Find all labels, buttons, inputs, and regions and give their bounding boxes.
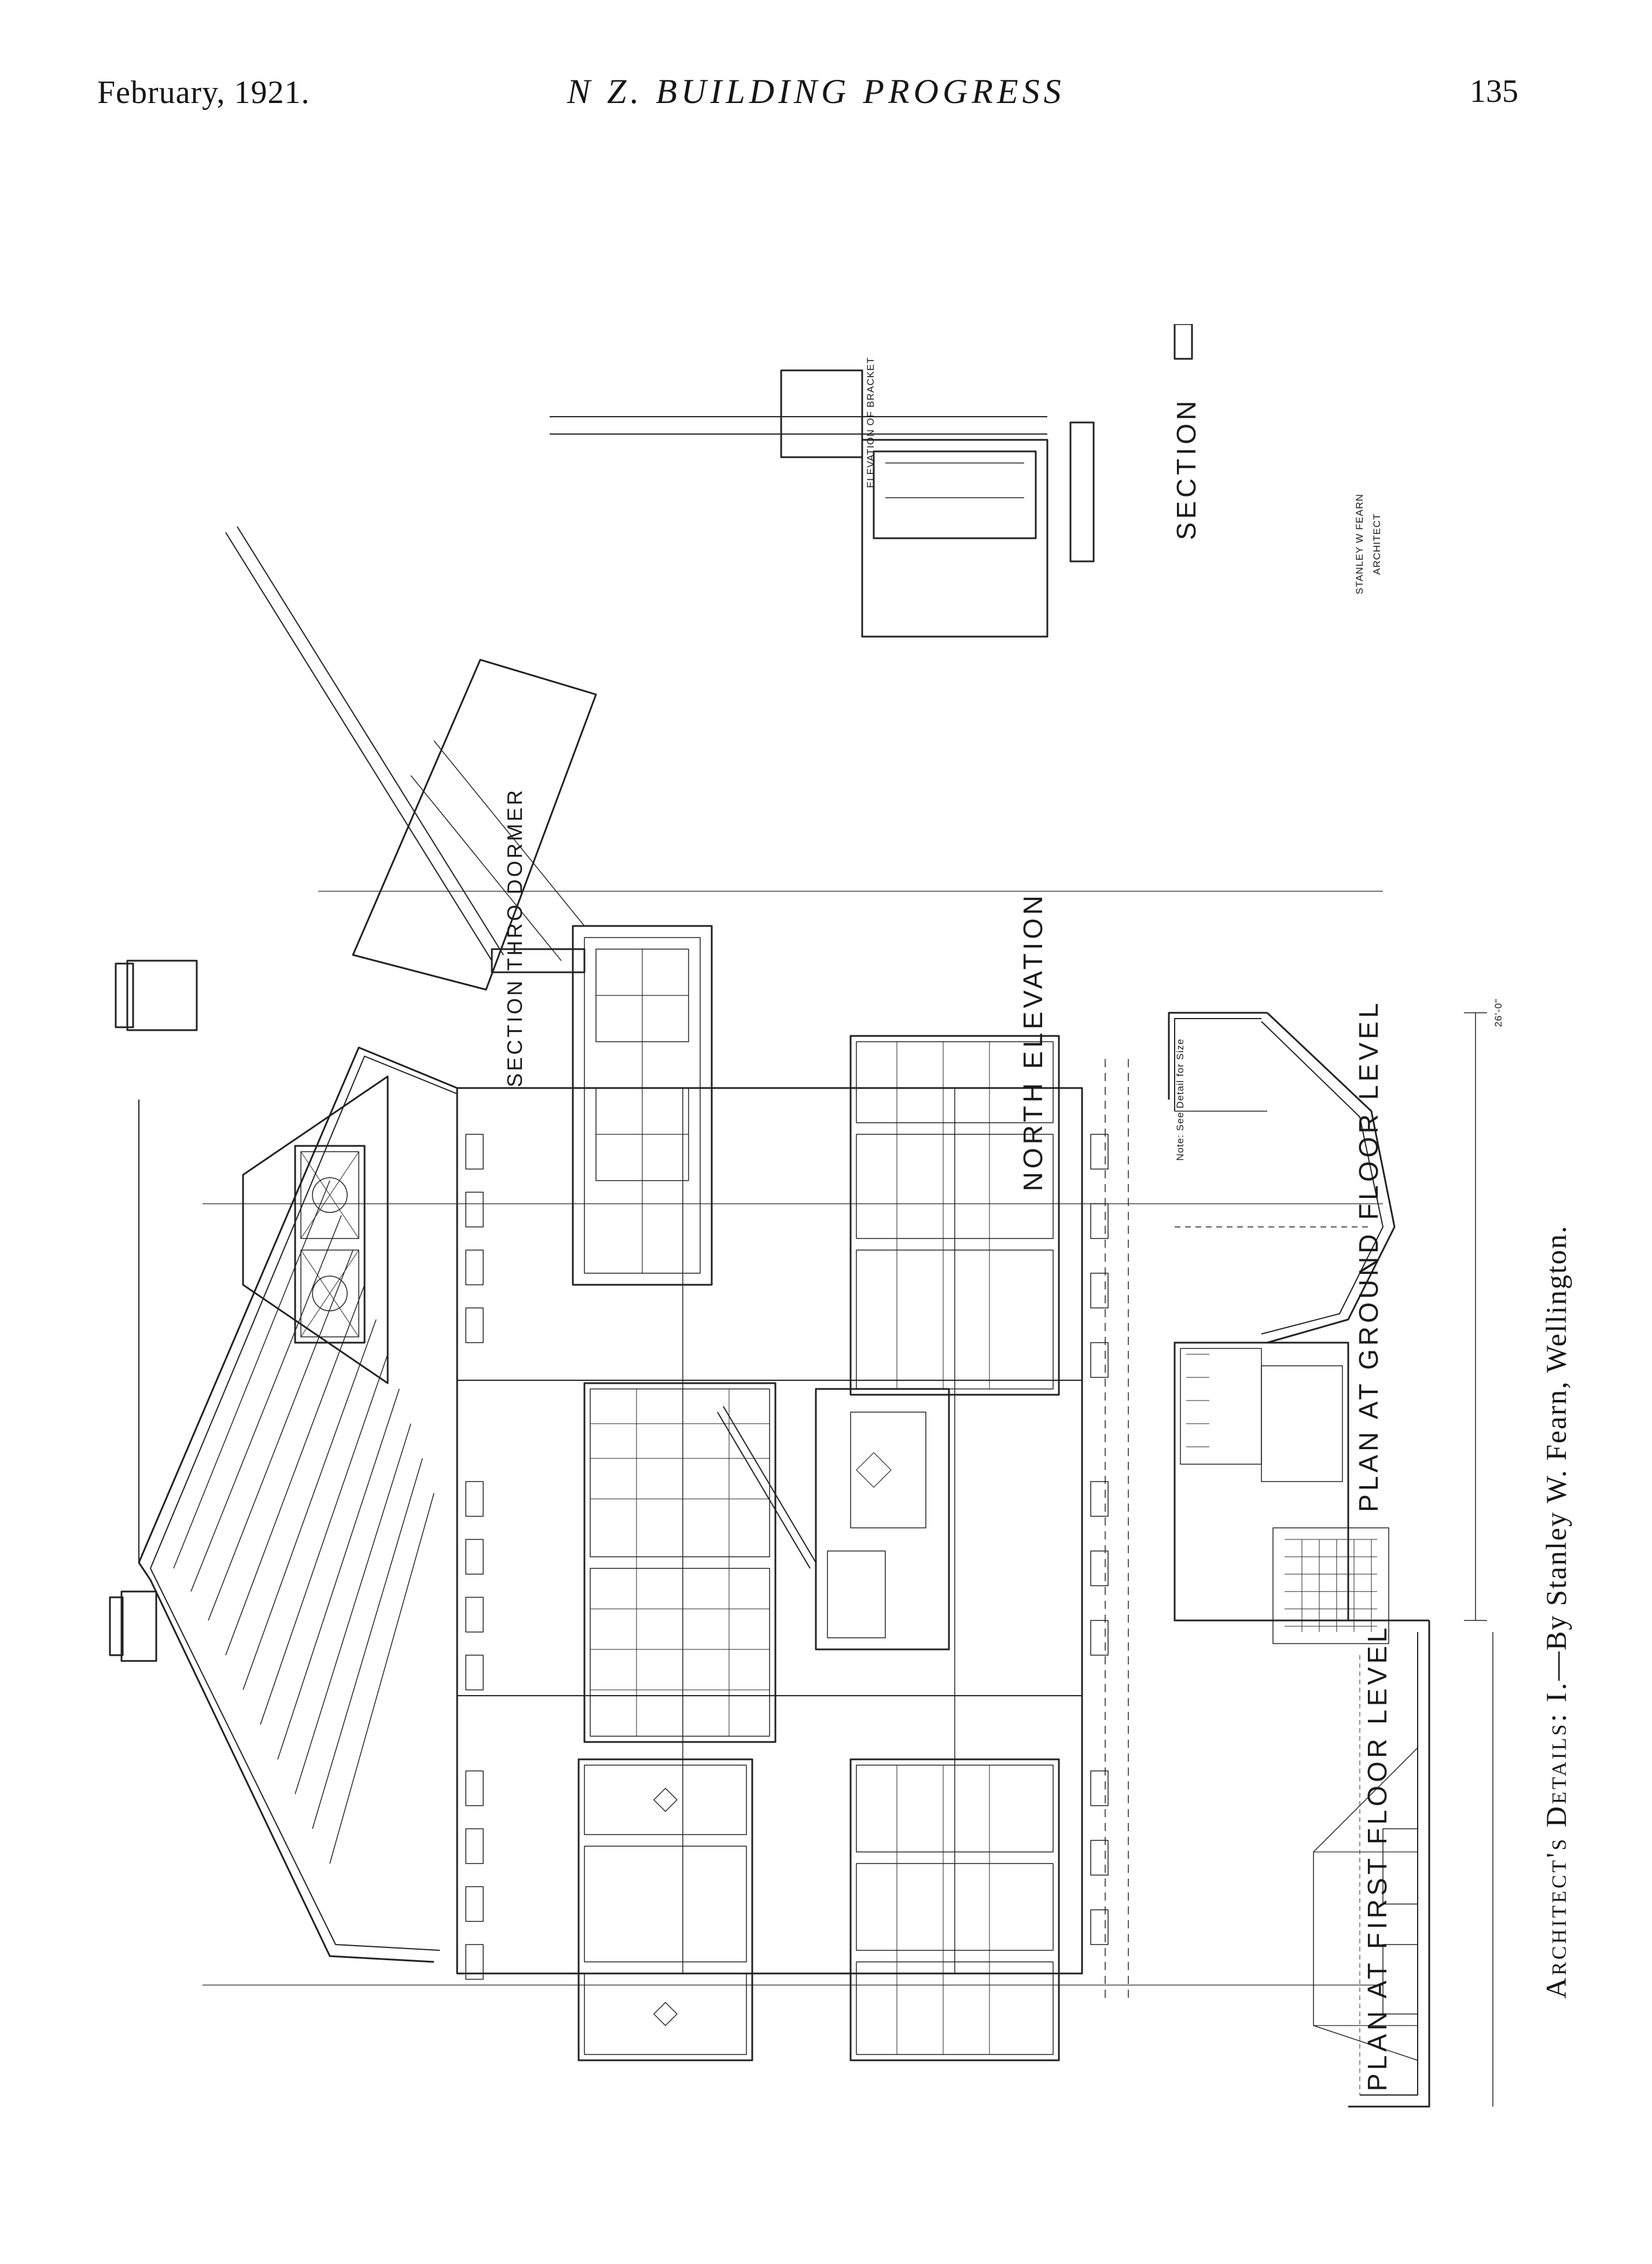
first-floor-plan [1313,1620,1430,2108]
label-plan-ground: PLAN AT GROUND FLOOR LEVEL [1353,999,1384,1512]
dimension-line [1464,1012,1493,2107]
leaded-gable [242,1075,389,1384]
label-section: SECTION [1171,397,1201,541]
page-number: 135 [1470,73,1518,109]
drawing-sheet [109,324,1493,2108]
wall-section-detail [550,324,1193,638]
north-elevation-walls [456,1087,1083,1975]
upper-window-bank [572,925,713,1286]
architect-stamp-title: ARCHITECT [1371,513,1382,575]
roof-hatching [173,1180,435,1864]
center-lines [203,891,1383,1986]
porch-entrance [717,1388,950,1651]
architectural-drawing [87,324,1568,2130]
issue-date: February, 1921. [97,75,310,111]
bay-window-west [849,1758,1060,2061]
label-elevation-bracket: ELEVATION OF BRACKET [865,356,876,488]
caption-byline: —By Stanley W. Fearn, Wellington. [1540,1225,1572,1681]
label-section-dormer: SECTION THRO DORMER [503,788,527,1087]
architect-stamp-name: STANLEY W FEARN [1354,493,1365,595]
label-dimension: 26'-0" [1493,998,1504,1027]
label-note: Note: See Detail for Size [1175,1038,1186,1161]
ground-floor-plan [1168,1012,1429,1644]
journal-title: N Z. BUILDING PROGRESS [567,72,1065,111]
figure-caption: Architect's Details: I.—By Stanley W. Fe… [1539,1091,1585,2133]
roof-outline [109,960,458,1963]
page-header: February, 1921. N Z. BUILDING PROGRESS 1… [0,68,1652,120]
upper-west-windows [577,1758,753,2061]
dormer-section [225,526,597,991]
ground-floor-windows [583,1382,777,1743]
label-north-elevation: NORTH ELEVATION [1018,892,1048,1192]
foundation-piles [465,1134,1109,1980]
bay-window-ground [849,1035,1060,1396]
caption-lead: Architect's Details: I. [1540,1680,1572,1999]
label-plan-first: PLAN AT FIRST FLOOR LEVEL [1362,1624,1392,2092]
